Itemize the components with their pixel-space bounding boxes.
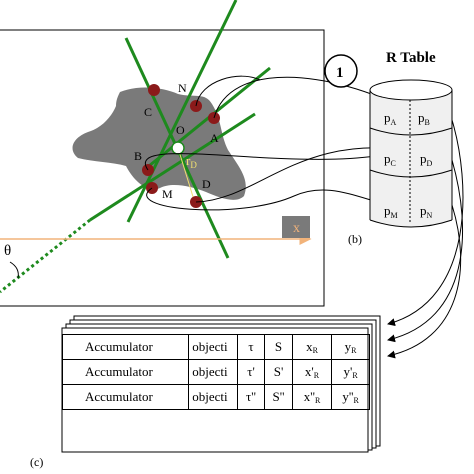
cell-pb: pB: [418, 110, 430, 127]
curve-n: [195, 75, 261, 107]
acc-y: y'R: [331, 359, 370, 385]
r-table-title: R Table: [386, 50, 436, 66]
curve-b: [144, 147, 411, 171]
green-lines: [89, 0, 271, 259]
table-to-accumulator-curves: [387, 119, 464, 359]
point-label-c: C: [144, 105, 152, 119]
dotted-line: [0, 218, 91, 294]
cell-pc: pC: [384, 151, 396, 168]
step-number-circle: [324, 54, 358, 88]
acc-y: y''R: [331, 384, 370, 410]
point-label-d: D: [202, 177, 211, 191]
acc-tau: τ'': [236, 384, 266, 410]
acc-tau: τ: [236, 334, 266, 360]
object-shape: [72, 87, 246, 200]
line-4: [89, 112, 256, 222]
accumulator-table: Accumulator objecti τ S xR yR Accumulato…: [61, 334, 370, 410]
cell-pn: pN: [420, 203, 433, 220]
panel-a-frame: [0, 29, 325, 307]
acc-tau: τ': [236, 359, 266, 385]
curve-m: [146, 187, 403, 211]
theta-arc: [9, 261, 19, 279]
step-number: 1: [336, 65, 344, 81]
table-row: Accumulator objecti τ'' S'' x''R y''R: [61, 384, 370, 410]
center-point-o: [171, 141, 185, 155]
caption-b: (b): [348, 232, 362, 246]
x-box: [282, 216, 310, 238]
point-c: [148, 84, 160, 96]
acc-name: Accumulator: [61, 384, 190, 410]
cylinder-top: [369, 79, 453, 101]
acc-s: S: [264, 334, 293, 360]
acc-x: x'R: [291, 359, 333, 385]
table-row: Accumulator objecti τ S xR yR: [61, 334, 370, 360]
acc-s: S'': [264, 384, 293, 410]
acc-obj: objecti: [188, 359, 238, 385]
acc-obj: objecti: [188, 334, 238, 360]
line-3: [143, 66, 271, 172]
theta-label: θ: [4, 243, 11, 259]
acc-name: Accumulator: [61, 334, 190, 360]
cell-pm: pM: [384, 203, 398, 220]
cell-pd: pD: [420, 151, 433, 168]
x-box-label: x: [293, 221, 300, 236]
cell-pa: pA: [384, 110, 397, 127]
point-label-m: M: [162, 187, 173, 201]
table-row: Accumulator objecti τ' S' x'R y'R: [61, 359, 370, 385]
point-label-a: A: [210, 131, 219, 145]
r-table-cylinder: [369, 79, 453, 228]
point-label-n: N: [178, 81, 187, 95]
acc-obj: objecti: [188, 384, 238, 410]
acc-s: S': [264, 359, 293, 385]
r-vector: [177, 147, 195, 201]
caption-c: (c): [30, 455, 43, 469]
connector-curves: [144, 75, 421, 211]
point-label-b: B: [134, 149, 142, 163]
r-label: rD: [186, 153, 197, 170]
acc-name: Accumulator: [61, 359, 190, 385]
acc-y: yR: [331, 334, 370, 360]
acc-x: x''R: [291, 384, 333, 410]
acc-x: xR: [291, 334, 333, 360]
point-label-o: O: [176, 123, 185, 137]
